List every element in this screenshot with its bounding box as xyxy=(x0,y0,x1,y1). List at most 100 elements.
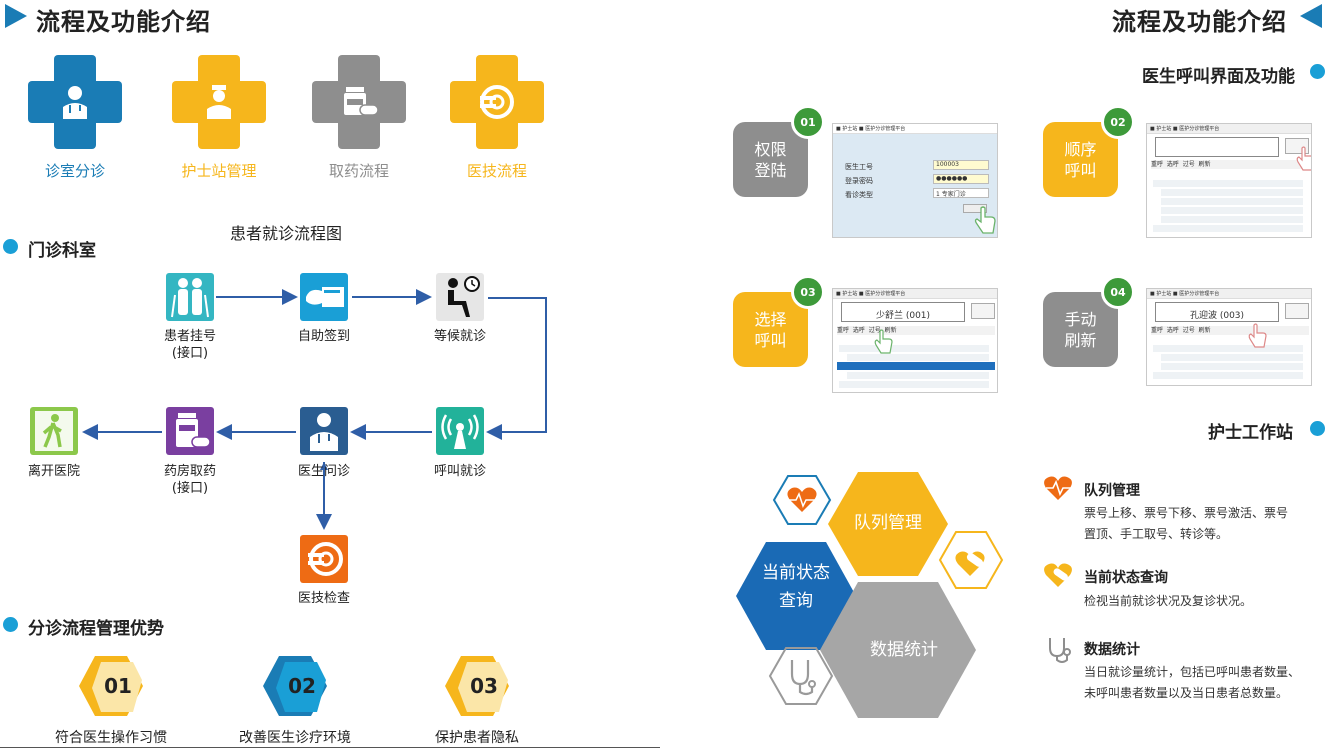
section-title-doctor-call: 医生呼叫界面及功能 xyxy=(1142,67,1295,87)
advantage-number: 01 xyxy=(104,674,132,698)
tab-skip[interactable]: 过号 xyxy=(1182,327,1195,334)
module-label: 诊室分诊 xyxy=(44,162,105,180)
sequence-call-screenshot: ■ 护士站 ■ 医护分诊管理平台 重呼 选呼 过号 刷新 xyxy=(1146,123,1312,238)
step-badge: 02 xyxy=(1101,105,1135,139)
tab-skip[interactable]: 过号 xyxy=(868,327,881,334)
patients-icon xyxy=(171,278,209,318)
heart-pill-icon xyxy=(1044,563,1072,587)
heart-pulse-icon xyxy=(1044,476,1072,500)
medicine-icon xyxy=(176,413,211,448)
title-arrow-icon xyxy=(5,4,27,28)
heart-pill-icon xyxy=(955,551,985,576)
manual-refresh-screenshot: ■ 护士站 ■ 医护分诊管理平台 孔迎波 (003) 重呼 选呼 过号 刷新 xyxy=(1146,288,1312,386)
tab-skip[interactable]: 过号 xyxy=(1182,161,1195,168)
login-field-label: 登录密码 xyxy=(845,177,873,185)
step-badge: 03 xyxy=(791,275,825,309)
card-swipe-icon xyxy=(306,287,344,307)
flow-chart-title: 患者就诊流程图 xyxy=(230,224,343,243)
hexagon-label-status: 当前状态 查询 xyxy=(762,563,830,611)
flow-node-wait xyxy=(436,273,484,321)
feature-description: 当日就诊量统计，包括已呼叫患者数量、 未呼叫患者数量以及当日患者总数量。 xyxy=(1084,665,1301,700)
right-page-title: 流程及功能介绍 xyxy=(1112,8,1287,36)
flow-node-label: 医技检查 xyxy=(297,591,350,606)
nurse-icon xyxy=(207,85,231,119)
toolbar: 重呼 选呼 过号 刷新 xyxy=(1151,326,1309,335)
tab-select-call[interactable]: 选呼 xyxy=(852,327,865,334)
advantage-number: 02 xyxy=(288,674,316,698)
hexagon-label-stats: 数据统计 xyxy=(870,640,938,660)
advantage-label: 符合医生操作习惯 xyxy=(55,730,167,746)
flow-node-leave xyxy=(30,407,78,455)
flow-node-label: 患者挂号 (接口) xyxy=(163,329,216,361)
flow-connectors xyxy=(82,289,547,530)
step-badge: 04 xyxy=(1101,275,1135,309)
login-password-input[interactable]: ●●●●●● xyxy=(933,174,989,184)
section-bullet xyxy=(3,239,18,254)
selected-row[interactable] xyxy=(837,362,995,370)
left-page-title: 流程及功能介绍 xyxy=(36,8,211,36)
toolbar: 重呼 选呼 过号 刷新 xyxy=(837,326,995,335)
step-card-select-call: 选择 呼叫 xyxy=(733,292,808,367)
feature-title: 当前状态查询 xyxy=(1084,570,1168,586)
call-next-button[interactable] xyxy=(1285,303,1309,319)
section-bullet xyxy=(1310,64,1325,79)
login-screenshot: ■ 护士站 ■ 医护分诊管理平台 医生工号 100003 登录密码 ●●●●●●… xyxy=(832,123,998,238)
advantage-hexagon xyxy=(445,656,509,716)
login-type-select[interactable]: 1 专家门诊 xyxy=(933,188,989,198)
tab-select-call[interactable]: 选呼 xyxy=(1166,327,1179,334)
step-card-login: 权限 登陆 xyxy=(733,122,808,197)
flow-node-exam xyxy=(300,535,348,583)
scan-icon xyxy=(480,85,514,119)
hand-pointer-icon xyxy=(874,329,893,354)
flow-node-label: 自助签到 xyxy=(297,329,350,344)
flow-node-pharmacy xyxy=(166,407,214,455)
tab-refresh[interactable]: 刷新 xyxy=(1198,161,1211,168)
feature-description: 检视当前就诊状况及复诊状况。 xyxy=(1084,594,1253,608)
flow-node-label: 药房取药 (接口) xyxy=(163,464,216,496)
select-call-screenshot: ■ 护士站 ■ 医护分诊管理平台 少舒兰 (001) 重呼 选呼 过号 刷新 xyxy=(832,288,998,393)
section-bullet xyxy=(1310,421,1325,436)
scan-icon xyxy=(308,542,343,576)
tab-refresh[interactable]: 刷新 xyxy=(1198,327,1211,334)
module-medical-tech[interactable] xyxy=(450,55,544,149)
advantage-hexagon xyxy=(79,656,143,716)
flow-node-label: 等候就诊 xyxy=(433,329,486,344)
login-field-label: 医生工号 xyxy=(845,163,873,171)
walking-person-icon xyxy=(35,411,73,451)
section-title-outpatient: 门诊科室 xyxy=(28,241,96,261)
flow-node-label: 医生问诊 xyxy=(297,464,350,479)
module-label: 取药流程 xyxy=(328,162,389,180)
module-nurse-station[interactable] xyxy=(172,55,266,149)
hand-pointer-icon xyxy=(974,206,996,234)
doctor-icon xyxy=(63,86,87,119)
module-clinic-triage[interactable] xyxy=(28,55,122,149)
flow-node-checkin xyxy=(300,273,348,321)
feature-description: 票号上移、票号下移、票号激活、票号 置顶、手工取号、转诊等。 xyxy=(1084,506,1289,541)
heart-pulse-icon xyxy=(787,487,817,512)
login-id-input[interactable]: 100003 xyxy=(933,160,989,170)
tab-recall[interactable]: 重呼 xyxy=(1151,327,1164,334)
doctor-icon xyxy=(310,413,338,451)
stethoscope-icon xyxy=(790,660,816,696)
title-arrow-icon xyxy=(1300,4,1322,28)
tab-recall[interactable]: 重呼 xyxy=(1151,161,1164,168)
current-patient-name: 孔迎波 (003) xyxy=(1189,311,1245,321)
tab-select-call[interactable]: 选呼 xyxy=(1166,161,1179,168)
call-next-button[interactable] xyxy=(971,303,995,319)
section-bullet xyxy=(3,617,18,632)
advantage-label: 改善医生诊疗环境 xyxy=(239,730,351,746)
tab-refresh[interactable]: 刷新 xyxy=(884,327,897,334)
current-patient-name: 少舒兰 (001) xyxy=(875,311,931,321)
login-field-label: 看诊类型 xyxy=(845,191,873,199)
advantage-label: 保护患者隐私 xyxy=(435,730,519,746)
module-medicine-pickup[interactable] xyxy=(312,55,406,149)
tab-recall[interactable]: 重呼 xyxy=(837,327,850,334)
flow-node-doctor xyxy=(300,407,348,455)
feature-title: 队列管理 xyxy=(1084,483,1140,499)
section-title-nurse-station: 护士工作站 xyxy=(1208,423,1293,443)
login-submit-button[interactable] xyxy=(963,204,987,213)
waiting-chair-icon xyxy=(448,276,480,317)
feature-title: 数据统计 xyxy=(1084,642,1140,658)
advantage-number: 03 xyxy=(470,674,498,698)
stethoscope-icon xyxy=(1049,638,1071,663)
